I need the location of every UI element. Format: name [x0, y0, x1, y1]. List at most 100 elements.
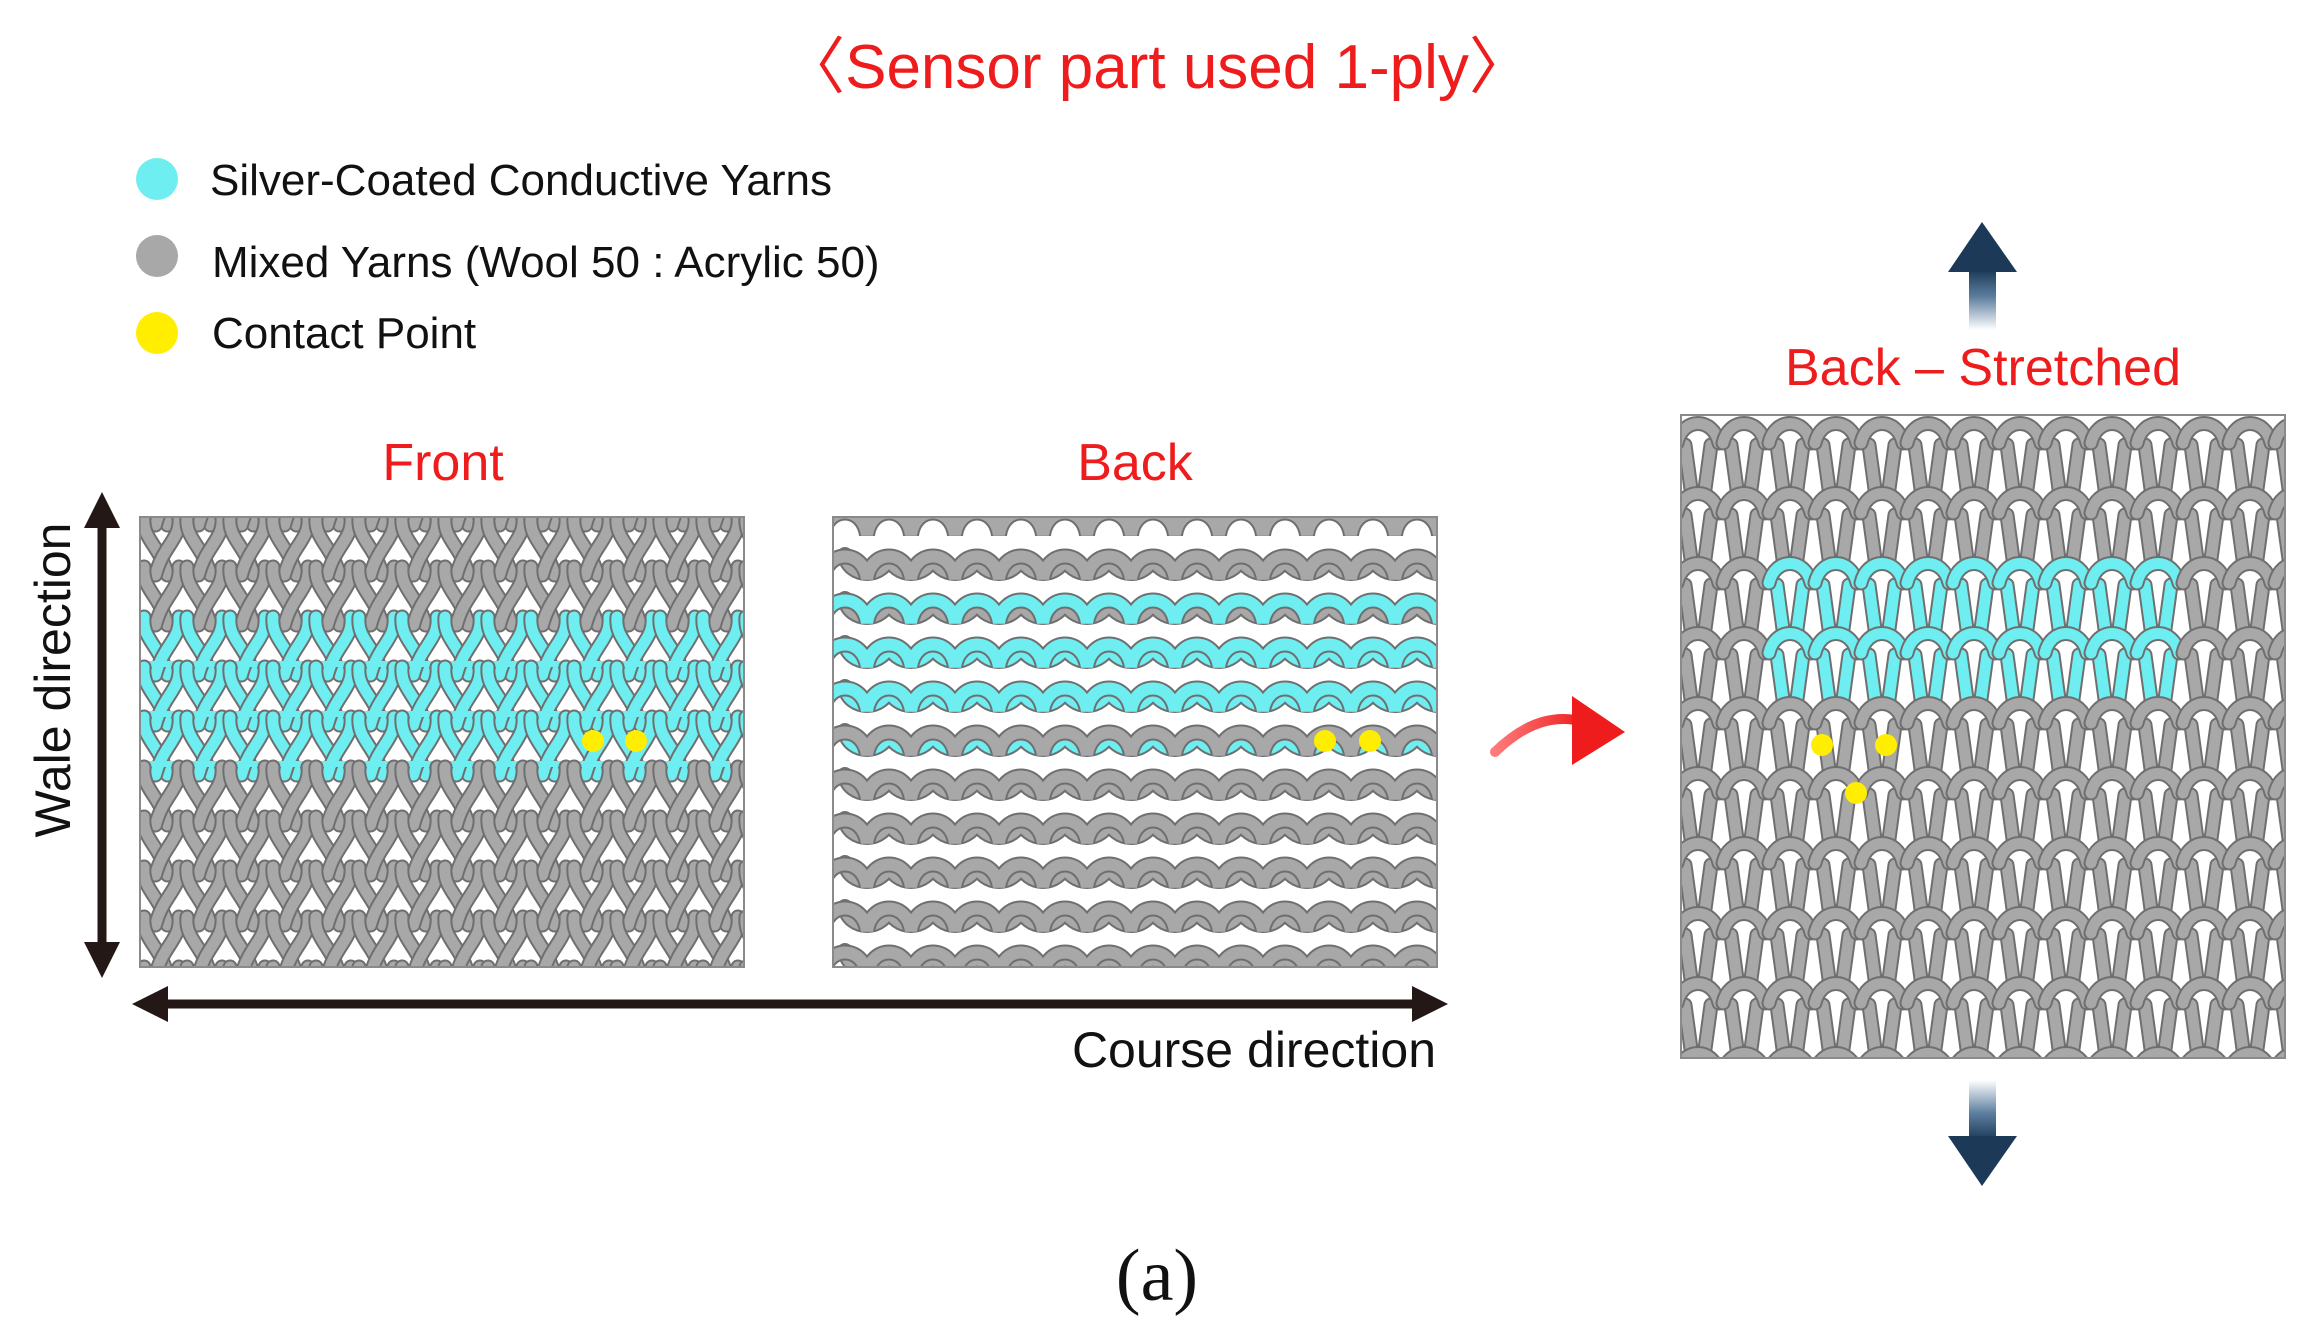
stretch-stitch-arch [1861, 1124, 1903, 1144]
stretch-stitch-leg [2001, 649, 2019, 705]
stretch-stitch-arch-outline [1723, 1124, 1765, 1144]
stretch-stitch-arch [2039, 838, 2093, 869]
stretch-stitch-arch [2085, 908, 2139, 939]
stretch-stitch-leg [2159, 859, 2177, 915]
front-stitch-leg-outline [558, 959, 574, 967]
back-mixed-row [833, 814, 1437, 845]
stretch-stitch-arch [1901, 908, 1955, 939]
stretch-stitch-leg-outline [1731, 1075, 1737, 1119]
stretch-stitch-leg [1791, 859, 1809, 915]
stretch-stitch-leg [1725, 789, 1743, 845]
stretched-knit-pattern [1681, 416, 2309, 1189]
front-stitch-leg [451, 611, 486, 681]
front-stitch-leg [236, 861, 271, 931]
stretch-stitch-arch [1947, 628, 2001, 659]
front-stitch-leg [697, 911, 730, 967]
stretch-stitch-leg [1909, 439, 1927, 495]
stretch-stitch-leg [1915, 1075, 1921, 1119]
stretch-stitch-leg [1955, 789, 1973, 845]
stretch-stitch-arch [2269, 560, 2285, 589]
stretch-stitch-leg [1771, 859, 1789, 915]
stretch-stitch-leg-outline [1935, 1075, 1941, 1119]
front-stitch-leg [193, 811, 228, 881]
stretch-stitch-arch [1855, 488, 1909, 519]
stretch-stitch-leg [1863, 999, 1881, 1055]
front-stitch-leg [195, 911, 228, 967]
front-stitch-leg [494, 861, 529, 931]
stretch-stitch-leg [2205, 509, 2223, 565]
stretch-stitch-leg [2139, 509, 2157, 565]
stretch-stitch-leg [2251, 929, 2269, 985]
front-stitch-leg [236, 611, 271, 681]
stretch-stitch-leg-outline [2191, 1075, 2197, 1119]
stretch-stitch-arch [2131, 628, 2185, 659]
stretch-stitch-arch [2275, 1124, 2309, 1144]
cyan-dot-icon [136, 158, 178, 200]
stretch-stitch-leg [1975, 929, 1993, 985]
legend: Silver-Coated Conductive Yarns Mixed Yar… [136, 156, 880, 358]
stretch-stitch-leg-outline [2099, 1145, 2105, 1189]
stretch-stitch-leg [2001, 859, 2019, 915]
front-stitch-leg [365, 661, 400, 731]
stretch-stitch-arch [2177, 558, 2231, 589]
stretch-stitch-leg [2231, 719, 2249, 775]
front-stitch-leg [801, 767, 825, 825]
stretch-stitch-arch-outline [2229, 1124, 2271, 1144]
front-stitch-leg-outline [687, 959, 703, 967]
stretch-stitch-leg [1771, 649, 1789, 705]
stretch-stitch-leg [2093, 509, 2111, 565]
stretch-stitch-arch [1901, 488, 1955, 519]
stretch-stitch-arch [1947, 978, 2001, 1009]
stretch-stitch-leg [1915, 1145, 1921, 1189]
stretch-stitch-arch [1855, 558, 1909, 589]
stretch-stitch-arch [2177, 768, 2231, 799]
stretch-stitch-leg [2303, 795, 2309, 839]
stretch-stitch-arch [1901, 628, 1955, 659]
front-stitch-leg [711, 911, 744, 967]
front-stitch-leg [482, 961, 494, 967]
stretch-stitch-leg [1681, 999, 1697, 1055]
stretch-stitch-leg [2099, 1075, 2105, 1119]
front-stitch-leg [322, 561, 357, 631]
back-conductive-row [833, 594, 1437, 625]
stretch-stitch-leg [1883, 789, 1901, 845]
stretch-stitch-leg [2093, 649, 2111, 705]
stretch-stitch-arch [1993, 558, 2047, 589]
stretch-stitch-arch [1717, 978, 1771, 1009]
front-stitch-leg [451, 711, 486, 781]
front-stitch-leg [789, 867, 813, 925]
stretch-stitch-leg [2211, 1075, 2217, 1119]
stretch-stitch-arch [1763, 908, 1817, 939]
stretch-stitch-leg [2021, 929, 2039, 985]
front-stitch-leg [740, 711, 744, 737]
front-stitch-leg [537, 711, 572, 781]
back-knit-pattern [833, 517, 1437, 967]
front-stitch-leg [801, 867, 825, 925]
front-stitch-leg [709, 561, 744, 631]
stretch-stitch-arch [1763, 698, 1817, 729]
stretch-stitch-arch [2039, 488, 2093, 519]
stretch-stitch-leg [1863, 719, 1881, 775]
front-stitch-leg [494, 661, 529, 731]
front-stitch-leg [279, 611, 314, 681]
stretch-stitch-leg-outline [2119, 1145, 2125, 1189]
front-stitch-leg [451, 861, 486, 931]
stretch-stitch-leg [2237, 1075, 2243, 1119]
stretch-stitch-leg [2093, 789, 2111, 845]
front-stitch-leg [150, 661, 185, 731]
front-stitch-leg [482, 911, 515, 967]
stretch-stitch-leg-outline [1731, 1145, 1737, 1189]
stretch-stitch-leg [2303, 935, 2309, 979]
front-stitch-leg [740, 761, 744, 787]
front-stitch-leg-outline [515, 959, 531, 967]
stretch-stitch-leg [1745, 929, 1763, 985]
stretch-stitch-leg [2113, 579, 2131, 635]
stretch-stitch-leg-outline [2027, 1075, 2033, 1119]
stretch-stitch-leg-outline [2303, 725, 2309, 769]
stretch-stitch-leg [2113, 649, 2131, 705]
front-stitch-leg [322, 761, 357, 831]
front-stitch-leg [408, 711, 443, 781]
stretch-stitch-leg-outline [1889, 1075, 1895, 1119]
stretch-stitch-leg [2159, 789, 2177, 845]
front-stitch-leg [193, 711, 228, 781]
